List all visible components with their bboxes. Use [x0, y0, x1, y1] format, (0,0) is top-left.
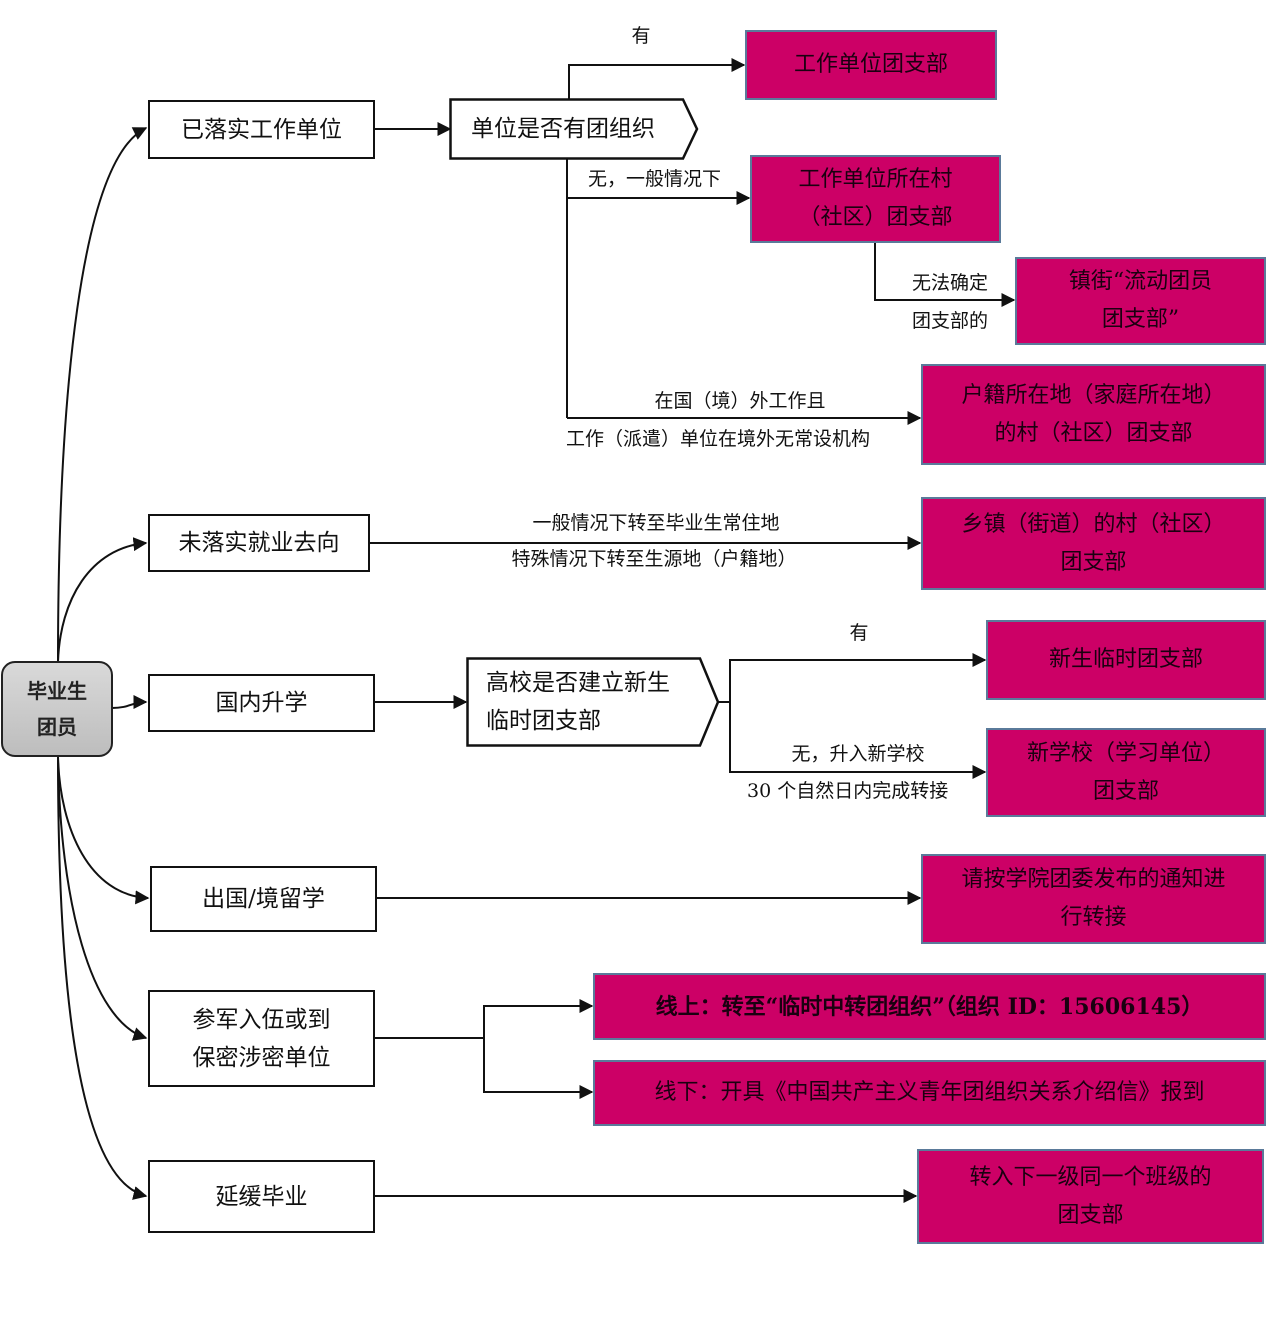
root-node-graduate-member: 毕业生 团员: [1, 661, 113, 757]
edge-univ-yes: [729, 653, 987, 702]
edge-root-abroad: [57, 756, 150, 905]
target-new-school-line1: 新学校（学习单位）: [1026, 740, 1225, 766]
edge-label-undetermined-line2: 团支部的: [912, 310, 989, 332]
edge-label-undetermined-line1: 无法确定: [912, 272, 989, 294]
decision-shape: [466, 657, 720, 747]
target-employer-village-branch: 工作单位所在村 （社区）团支部: [750, 155, 1001, 243]
edge-label-unemployed-line1: 一般情况下转至毕业生常住地: [532, 512, 780, 534]
category-domestic-study-label: 国内升学: [215, 690, 308, 716]
target-floating-member-branch: 镇街“流动团员 团支部”: [1015, 257, 1266, 345]
target-household-branch: 户籍所在地（家庭所在地） 的村（社区）团支部: [921, 364, 1266, 465]
decision-shape: [449, 98, 699, 160]
target-offline-label: 线下：开具《中国共产主义青年团组织关系介绍信》报到: [654, 1080, 1205, 1105]
target-household-line1: 户籍所在地（家庭所在地）: [961, 382, 1226, 408]
target-employer-village-line1: 工作单位所在村: [798, 167, 953, 192]
target-township-line2: 团支部: [1060, 549, 1127, 575]
target-new-school-line2: 团支部: [1092, 778, 1159, 804]
edge-root-military: [57, 756, 148, 1041]
target-online-label: 线上：转至“临时中转团组织”（组织 ID：15606145）: [655, 993, 1204, 1020]
decision-employer-label: 单位是否有团组织: [471, 116, 655, 142]
target-delayed-branch: 转入下一级同一个班级的 团支部: [917, 1149, 1264, 1244]
edge-label-unemployed-line2: 特殊情况下转至生源地（户籍地）: [511, 548, 797, 570]
target-new-school-branch: 新学校（学习单位） 团支部: [986, 728, 1266, 817]
category-abroad-study: 出国/境留学: [150, 866, 377, 932]
target-employer-branch: 工作单位团支部: [745, 30, 997, 100]
root-line1: 毕业生: [27, 679, 87, 703]
category-unemployed: 未落实就业去向: [148, 514, 370, 572]
target-floating-line2: 团支部”: [1101, 307, 1180, 332]
edge-label-univ-no-line1: 无，升入新学校: [791, 743, 925, 765]
target-online-transfer: 线上：转至“临时中转团组织”（组织 ID：15606145）: [593, 973, 1266, 1040]
decision-univ-line1: 高校是否建立新生: [486, 670, 670, 696]
decision-employer-has-org: 单位是否有团组织: [449, 98, 699, 160]
target-employer-branch-label: 工作单位团支部: [793, 52, 948, 77]
target-abroad-line2: 行转接: [1060, 905, 1127, 930]
root-line2: 团员: [37, 715, 77, 739]
target-delayed-line2: 团支部: [1057, 1202, 1124, 1228]
category-employed-label: 已落实工作单位: [181, 116, 342, 143]
target-freshman-label: 新生临时团支部: [1048, 647, 1203, 672]
edge-root-domestic: [111, 695, 148, 710]
target-household-line2: 的村（社区）团支部: [994, 420, 1193, 446]
category-delayed-label: 延缓毕业: [215, 1183, 308, 1210]
target-employer-village-line2: （社区）团支部: [798, 205, 953, 230]
edge-label-overseas-line2: 工作（派遣）单位在境外无常设机构: [566, 428, 871, 450]
target-offline-letter: 线下：开具《中国共产主义青年团组织关系介绍信》报到: [593, 1060, 1266, 1126]
target-floating-line1: 镇街“流动团员: [1068, 269, 1213, 294]
edge-root-unemployed: [57, 537, 148, 663]
edge-label-univ-yes: 有: [849, 622, 869, 644]
edge-military-online: [483, 999, 594, 1038]
category-military-line1: 参军入伍或到: [192, 1006, 331, 1033]
edge-military-offline: [483, 1038, 594, 1099]
target-township-branch: 乡镇（街道）的村（社区） 团支部: [921, 497, 1266, 590]
edge-label-employer-yes: 有: [631, 25, 651, 47]
edge-root-delayed: [57, 756, 148, 1200]
target-freshman-temp-branch: 新生临时团支部: [986, 620, 1266, 700]
category-employed: 已落实工作单位: [148, 100, 375, 159]
edge-root-employed: [57, 127, 148, 663]
target-abroad-line1: 请按学院团委发布的通知进: [961, 867, 1226, 892]
category-military: 参军入伍或到 保密涉密单位: [148, 990, 375, 1087]
category-abroad-study-label: 出国/境留学: [202, 886, 325, 912]
category-delayed: 延缓毕业: [148, 1160, 375, 1233]
target-abroad-notice: 请按学院团委发布的通知进 行转接: [921, 854, 1266, 944]
target-delayed-line1: 转入下一级同一个班级的: [969, 1164, 1212, 1190]
edge-decision-yes: [568, 58, 746, 100]
edge-label-univ-no-line2: 30 个自然日内完成转接: [747, 780, 949, 802]
edge-label-overseas-line1: 在国（境）外工作且: [654, 390, 826, 412]
decision-univ-has-branch: 高校是否建立新生 临时团支部: [466, 657, 720, 747]
decision-univ-line2: 临时团支部: [486, 708, 601, 734]
edge-univ-no: [729, 702, 987, 779]
edge-village-undetermined: [874, 242, 1016, 307]
target-township-line1: 乡镇（街道）的村（社区）: [961, 511, 1226, 537]
edge-label-employer-no: 无，一般情况下: [588, 168, 722, 190]
category-domestic-study: 国内升学: [148, 674, 375, 732]
category-military-line2: 保密涉密单位: [192, 1044, 331, 1071]
category-unemployed-label: 未落实就业去向: [178, 530, 340, 556]
